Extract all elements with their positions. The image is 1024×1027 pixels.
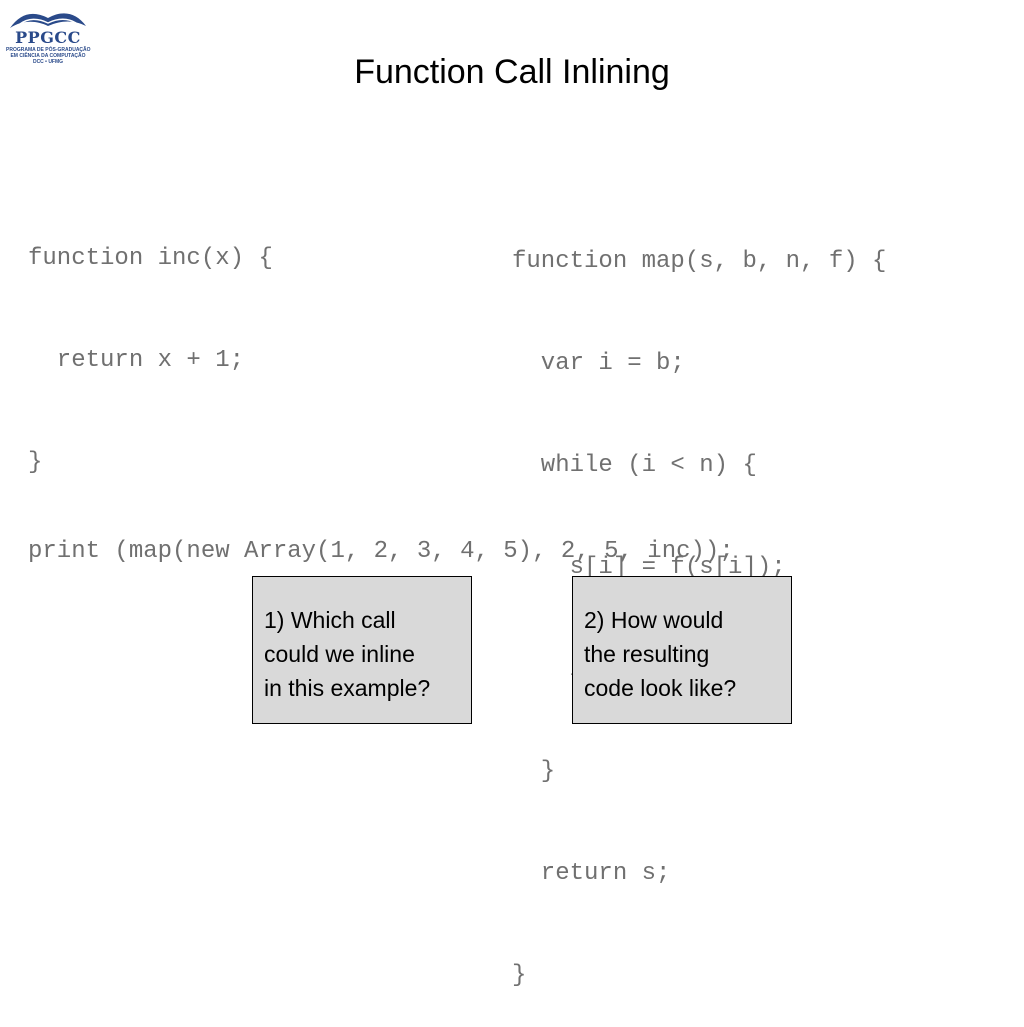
code-line: function map(s, b, n, f) { [512, 248, 887, 275]
logo-subtitle-line: EM CIÊNCIA DA COMPUTAÇÃO [10, 53, 86, 59]
code-line: return s; [512, 860, 671, 887]
code-line: } [512, 962, 527, 989]
ppgcc-logo: PPGCC PROGRAMA DE PÓS-GRADUAÇÃO EM CIÊNC… [6, 6, 91, 66]
logo-subtitle-line: PROGRAMA DE PÓS-GRADUAÇÃO [6, 47, 91, 53]
question-box-2: 2) How would the resulting code look lik… [572, 576, 792, 724]
code-line: } [28, 449, 43, 476]
question-line: could we inline [264, 641, 415, 667]
logo-subtitle-line: DCC • UFMG [32, 59, 64, 65]
code-line: while (i < n) { [512, 452, 757, 479]
question-line: code look like? [584, 675, 737, 701]
inc-function-code: function inc(x) { return x + 1; } [28, 174, 273, 514]
code-line: function inc(x) { [28, 245, 273, 272]
slide-title: Function Call Inlining [354, 53, 670, 91]
question-box-1: 1) Which call could we inline in this ex… [252, 576, 472, 724]
question-line: in this example? [264, 675, 431, 701]
code-line: var i = b; [512, 350, 685, 377]
question-line: the resulting [584, 641, 710, 667]
question-line: 2) How would [584, 607, 724, 633]
code-line: return x + 1; [28, 347, 245, 374]
code-line: } [512, 758, 556, 785]
print-call-code: print (map(new Array(1, 2, 3, 4, 5), 2, … [28, 467, 734, 603]
question-line: 1) Which call [264, 607, 396, 633]
code-line: print (map(new Array(1, 2, 3, 4, 5), 2, … [28, 538, 734, 565]
logo-wave-icon [10, 13, 86, 28]
logo-name: PPGCC [15, 28, 81, 47]
